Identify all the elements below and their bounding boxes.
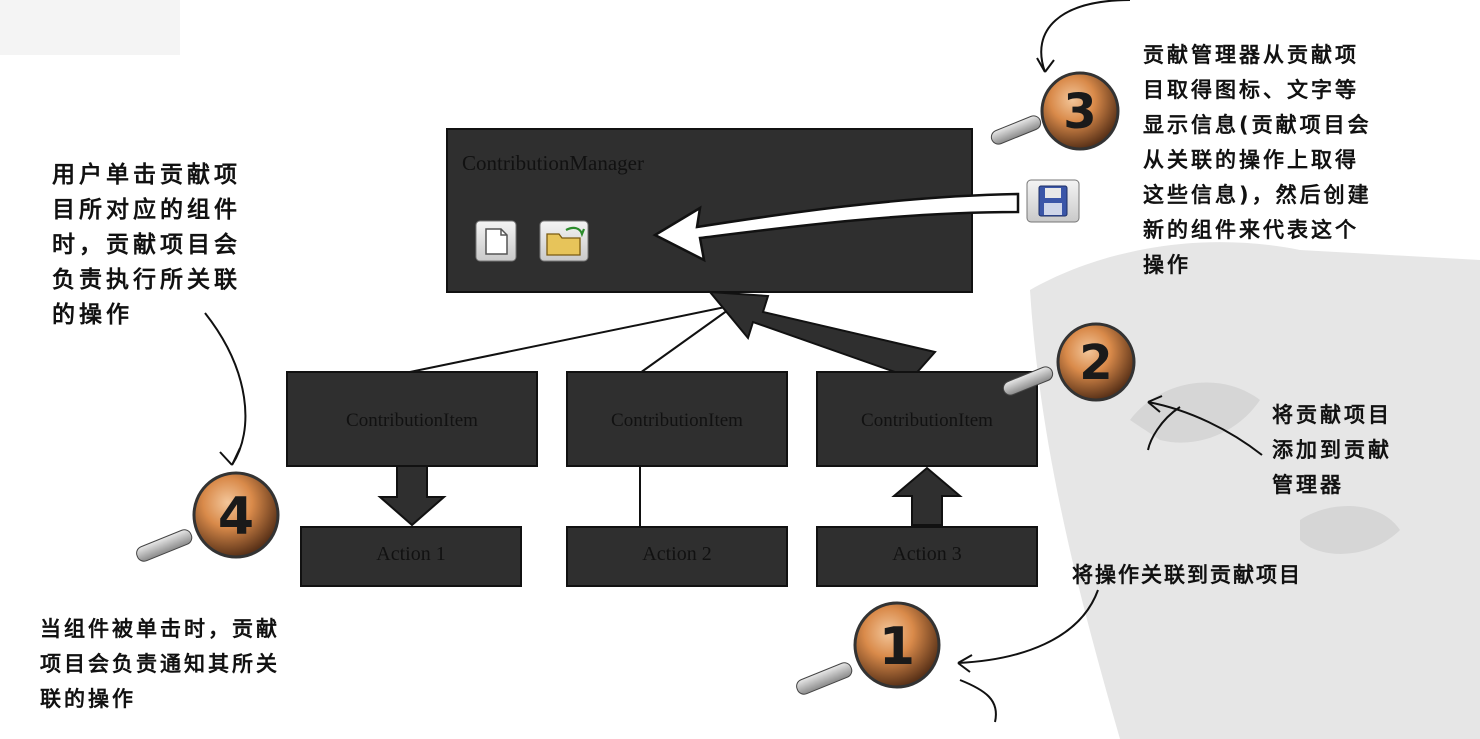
step-2-number: 2	[1079, 335, 1112, 391]
contribution-manager-box: ContributionManager	[446, 128, 973, 293]
svg-text:Action 1: Action 1	[376, 543, 445, 565]
save-disk-icon	[1026, 179, 1080, 223]
contribution-item-3: ContributionItem	[816, 371, 1038, 467]
note-link-action: 将操作关联到贡献项目	[1072, 563, 1302, 587]
new-file-icon	[475, 220, 517, 262]
step-1-number: 1	[879, 617, 915, 677]
contribution-manager-label: ContributionManager	[462, 151, 644, 175]
svg-text:ContributionItem: ContributionItem	[861, 410, 993, 431]
magnifier-icon	[990, 71, 1120, 151]
connector-lines	[404, 304, 736, 374]
svg-text:Action 2: Action 2	[642, 543, 711, 565]
magnifier-icon	[796, 601, 941, 695]
svg-text:Action 3: Action 3	[892, 543, 961, 565]
magnifier-icon	[136, 471, 280, 562]
magnifier-icon	[1002, 322, 1136, 402]
note-notify: 当组件被单击时，贡献 项目会负责通知其所关 联的操作	[40, 617, 280, 711]
step-3-number: 3	[1063, 84, 1096, 140]
step-4-number: 4	[218, 487, 254, 547]
open-folder-icon	[539, 220, 589, 262]
note-add-item: 将贡献项目 添加到贡献 管理器	[1272, 403, 1392, 497]
arrow-save-to-manager	[652, 192, 1020, 263]
note-manager-info: 贡献管理器从贡献项 目取得图标、文字等 显示信息(贡献项目会 从关联的操作上取得…	[1143, 43, 1372, 277]
arrow-action3-to-item3	[891, 466, 963, 526]
note-user-click: 用户单击贡献项 目所对应的组件 时，贡献项目会 负责执行所关联 的操作	[52, 162, 241, 328]
contribution-item-2: ContributionItem	[566, 371, 788, 467]
svg-text:ContributionItem: ContributionItem	[611, 410, 743, 431]
arrow-item1-to-action1	[377, 465, 447, 527]
arrow-item3-to-manager	[707, 290, 937, 380]
action-3: Action 3	[816, 526, 1038, 587]
action-1: Action 1	[300, 526, 522, 587]
svg-text:ContributionItem: ContributionItem	[346, 410, 478, 431]
pointer-curves	[204, 0, 1263, 723]
contribution-item-1: ContributionItem	[286, 371, 538, 467]
action-2: Action 2	[566, 526, 788, 587]
